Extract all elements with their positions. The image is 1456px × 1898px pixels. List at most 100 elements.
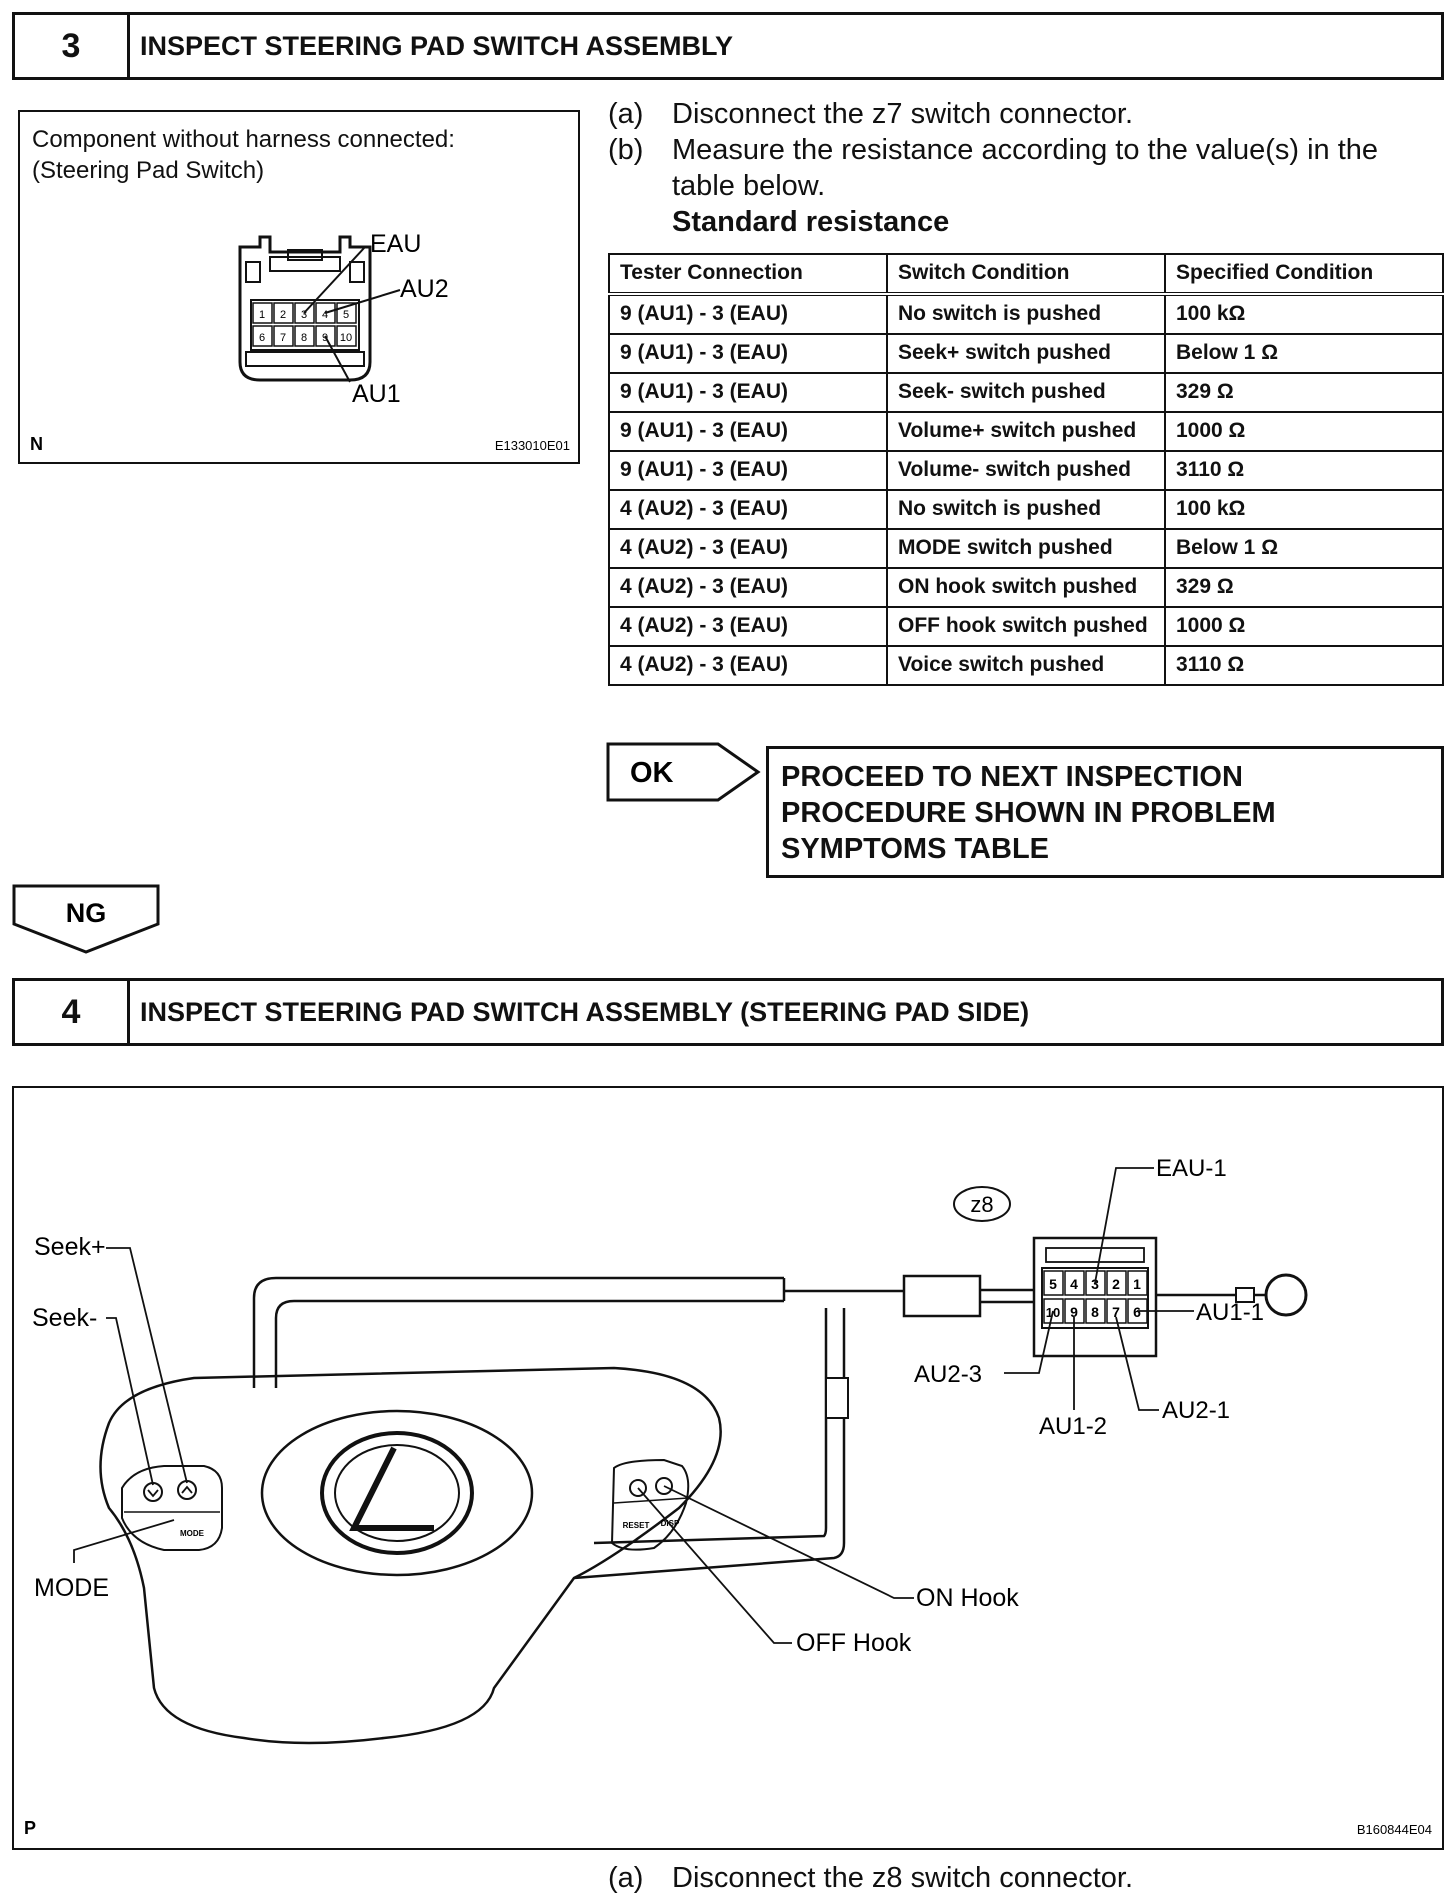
table-cell: Below 1 Ω — [1164, 528, 1444, 569]
table-cell: 9 (AU1) - 3 (EAU) — [608, 411, 888, 452]
pin-label: 5 — [343, 309, 349, 321]
figure-caption-2: (Steering Pad Switch) — [32, 157, 265, 184]
table-row: 4 (AU2) - 3 (EAU) Voice switch pushed 31… — [608, 645, 1444, 686]
figure-corner-letter: P — [24, 1818, 36, 1838]
label-seek-plus: Seek+ — [34, 1233, 106, 1261]
table-cell: No switch is pushed — [886, 489, 1166, 530]
instruction-a-text: Disconnect the z8 switch connector. — [672, 1862, 1134, 1894]
table-cell: OFF hook switch pushed — [886, 606, 1166, 647]
table-cell: 3110 Ω — [1164, 450, 1444, 491]
table-row: 4 (AU2) - 3 (EAU) OFF hook switch pushed… — [608, 606, 1444, 647]
table-row: 4 (AU2) - 3 (EAU) No switch is pushed 10… — [608, 489, 1444, 530]
connector-drawing: 1 2 3 4 5 6 7 8 9 10 EAU AU2 AU1 N E1330… — [30, 230, 570, 454]
proceed-text-1: PROCEED TO NEXT INSPECTION — [781, 761, 1243, 793]
figure-caption-1: Component without harness connected: — [32, 126, 455, 153]
label-eau-1: EAU-1 — [1156, 1155, 1227, 1182]
table-header-row: Tester Connection Switch Condition Speci… — [608, 253, 1444, 296]
pin-label: 7 — [280, 332, 286, 344]
figure-corner-letter: N — [30, 434, 43, 454]
table-cell: Voice switch pushed — [886, 645, 1166, 686]
pin-label: 4 — [322, 309, 328, 321]
label-eau: EAU — [370, 230, 421, 258]
pin-label: 7 — [1112, 1304, 1120, 1320]
table-cell: Seek- switch pushed — [886, 372, 1166, 413]
table-row: 9 (AU1) - 3 (EAU) Volume- switch pushed … — [608, 450, 1444, 491]
table-cell: 1000 Ω — [1164, 606, 1444, 647]
steering-pad-figure: MODE RESET DISP 5 — [12, 1086, 1444, 1850]
table-cell: Volume+ switch pushed — [886, 411, 1166, 452]
table-cell: 4 (AU2) - 3 (EAU) — [608, 606, 888, 647]
table-cell: 329 Ω — [1164, 372, 1444, 413]
step-title: INSPECT STEERING PAD SWITCH ASSEMBLY (ST… — [140, 996, 1030, 1027]
pin-label: 6 — [1133, 1304, 1141, 1320]
step-4-header: 4 INSPECT STEERING PAD SWITCH ASSEMBLY (… — [12, 978, 1444, 1046]
label-mode: MODE — [34, 1574, 109, 1602]
pin-label: 4 — [1070, 1276, 1078, 1292]
table-cell: 4 (AU2) - 3 (EAU) — [608, 489, 888, 530]
pin-label: 6 — [259, 332, 265, 344]
z8-connector — [1032, 1236, 1158, 1358]
table-row: 9 (AU1) - 3 (EAU) Seek- switch pushed 32… — [608, 372, 1444, 413]
table-cell: ON hook switch pushed — [886, 567, 1166, 608]
label-au2-1: AU2-1 — [1162, 1397, 1230, 1424]
instructions: (a)Disconnect the z7 switch connector. (… — [608, 96, 1448, 240]
mode-button-label: MODE — [180, 1529, 205, 1538]
reset-button-label: RESET — [623, 1521, 650, 1530]
step-title: INSPECT STEERING PAD SWITCH ASSEMBLY — [140, 30, 734, 61]
pin-label: 8 — [1091, 1304, 1099, 1320]
table-cell: 1000 Ω — [1164, 411, 1444, 452]
table-cell: 9 (AU1) - 3 (EAU) — [608, 333, 888, 374]
ok-label: OK — [630, 757, 674, 789]
off-hook-icon — [629, 1479, 647, 1497]
table-cell: No switch is pushed — [886, 293, 1166, 335]
ok-arrow: OK — [606, 742, 761, 802]
pin-row-top: 1 2 3 4 5 — [252, 302, 357, 324]
pin-label: 5 — [1049, 1276, 1057, 1292]
connector-figure: Component without harness connected: (St… — [18, 110, 580, 464]
instruction-label: (b) — [608, 134, 644, 166]
z8-label: z8 — [970, 1192, 993, 1217]
table-cell: 4 (AU2) - 3 (EAU) — [608, 528, 888, 569]
table-cell: 4 (AU2) - 3 (EAU) — [608, 567, 888, 608]
label-on-hook: ON Hook — [916, 1584, 1019, 1612]
table-cell: 3110 Ω — [1164, 645, 1444, 686]
step-3-header: 3 INSPECT STEERING PAD SWITCH ASSEMBLY — [12, 12, 1444, 80]
ng-label: NG — [66, 898, 107, 928]
label-au1-2: AU1-2 — [1039, 1413, 1107, 1440]
table-row: 9 (AU1) - 3 (EAU) Volume+ switch pushed … — [608, 411, 1444, 452]
steering-pad-drawing: MODE RESET DISP 5 — [24, 1155, 1432, 1838]
column-header: Specified Condition — [1164, 253, 1444, 296]
table-cell: Volume- switch pushed — [886, 450, 1166, 491]
label-au2-3: AU2-3 — [914, 1361, 982, 1388]
pin-label: 8 — [301, 332, 307, 344]
instruction-label: (a) — [608, 98, 644, 130]
pin-label: 1 — [1133, 1276, 1141, 1292]
instruction-b-text: Measure the resistance according to the … — [672, 134, 1379, 166]
table-cell: 100 kΩ — [1164, 293, 1444, 335]
proceed-box: PROCEED TO NEXT INSPECTION PROCEDURE SHO… — [766, 746, 1444, 878]
table-row: 9 (AU1) - 3 (EAU) Seek+ switch pushed Be… — [608, 333, 1444, 374]
seek-plus-icon — [177, 1480, 197, 1500]
pin-label: 3 — [301, 309, 307, 321]
column-header: Switch Condition — [886, 253, 1166, 296]
table-cell: 4 (AU2) - 3 (EAU) — [608, 645, 888, 686]
table-cell: 9 (AU1) - 3 (EAU) — [608, 372, 888, 413]
table-row: 4 (AU2) - 3 (EAU) MODE switch pushed Bel… — [608, 528, 1444, 569]
proceed-text-2: PROCEDURE SHOWN IN PROBLEM — [781, 797, 1276, 829]
steering-pad-outline — [99, 1366, 722, 1745]
table-row: 9 (AU1) - 3 (EAU) No switch is pushed 10… — [608, 293, 1444, 335]
table-cell: 9 (AU1) - 3 (EAU) — [608, 293, 888, 335]
pin-label: 1 — [259, 309, 265, 321]
step-number: 3 — [15, 15, 130, 77]
label-au1: AU1 — [352, 380, 401, 408]
instruction-label: (a) — [608, 1862, 644, 1894]
table-cell: 9 (AU1) - 3 (EAU) — [608, 450, 888, 491]
figure-id: E133010E01 — [495, 438, 570, 453]
table-cell: MODE switch pushed — [886, 528, 1166, 569]
table-cell: Below 1 Ω — [1164, 333, 1444, 374]
table-cell: Seek+ switch pushed — [886, 333, 1166, 374]
emblem-oval — [260, 1409, 534, 1577]
pin-label: 2 — [1112, 1276, 1120, 1292]
label-seek-minus: Seek- — [32, 1304, 97, 1332]
z8-pin-row-top: 5 4 3 2 1 — [1043, 1270, 1148, 1296]
